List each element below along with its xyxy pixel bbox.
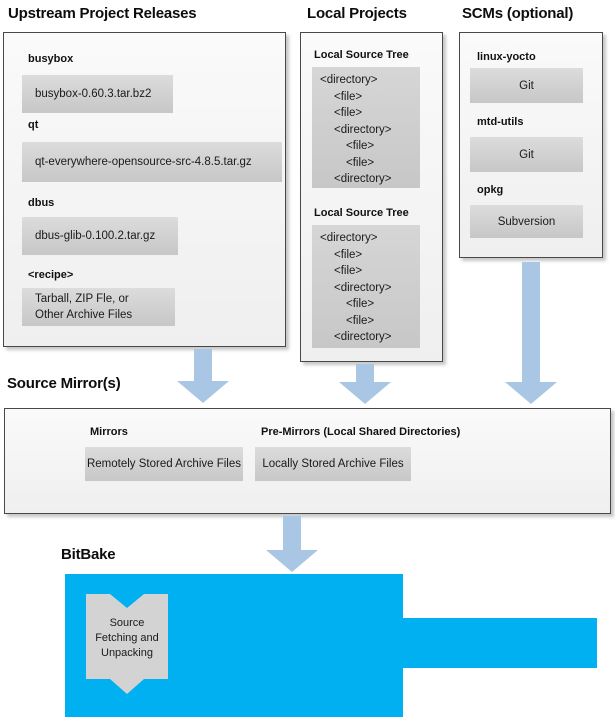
tree-line: <file> <box>334 265 363 277</box>
scm-item-label: opkg <box>477 184 504 196</box>
release-tarball-box: dbus-glib-0.100.2.tar.gz <box>22 217 178 255</box>
tree-line: <file> <box>334 107 363 119</box>
mirrors-box-text: Remotely Stored Archive Files <box>86 458 242 470</box>
scm-type-box: Subversion <box>470 205 583 238</box>
bitbake-output-bar <box>403 618 597 668</box>
premirrors-box: Locally Stored Archive Files <box>255 447 411 481</box>
local-projects-title: Local Projects <box>307 5 407 22</box>
release-tarball-text: dbus-glib-0.100.2.tar.gz <box>35 230 156 242</box>
local-source-tree-box: <directory> <file> <file> <directory> <f… <box>312 225 420 348</box>
release-tarball-text: Tarball, ZIP Fle, or <box>35 293 129 305</box>
arrow-head <box>339 382 391 404</box>
mirrors-box: Remotely Stored Archive Files <box>85 447 243 481</box>
tree-line: <file> <box>334 248 363 261</box>
source-fetching-ribbon-text: Source Fetching and Unpacking <box>86 598 168 678</box>
tree-line: <file> <box>346 156 375 169</box>
arrow-head <box>505 382 557 404</box>
flow-arrow-upstream-to-mirrors <box>177 349 229 403</box>
tree-line: <file> <box>346 298 375 310</box>
tree-line: <directory> <box>334 123 392 136</box>
flow-arrow-local-to-mirrors <box>339 364 391 404</box>
arrow-shaft <box>283 516 301 550</box>
arrow-head <box>177 381 229 403</box>
release-tarball-box: Tarball, ZIP Fle, or Other Archive Files <box>22 288 175 326</box>
upstream-item-label: <recipe> <box>28 269 74 281</box>
flow-arrow-mirrors-to-bitbake <box>266 516 318 572</box>
arrow-shaft <box>522 262 540 382</box>
release-tarball-text: qt-everywhere-opensource-src-4.8.5.tar.g… <box>35 156 252 168</box>
premirrors-label: Pre-Mirrors (Local Shared Directories) <box>261 426 461 438</box>
release-tarball-box: busybox-0.60.3.tar.bz2 <box>22 75 173 113</box>
scm-type-text: Git <box>519 79 534 92</box>
premirrors-box-text: Locally Stored Archive Files <box>262 458 404 470</box>
ribbon-line: Source <box>109 616 145 629</box>
ribbon-line: Unpacking <box>101 646 153 659</box>
local-source-tree-label: Local Source Tree <box>314 49 409 61</box>
arrow-shaft <box>194 349 212 381</box>
tree-line: <directory> <box>334 281 392 294</box>
scm-type-text: Git <box>519 148 534 161</box>
tree-line: <file> <box>346 314 375 327</box>
arrow-head <box>266 550 318 572</box>
tree-line: <directory> <box>320 74 378 86</box>
upstream-title: Upstream Project Releases <box>8 5 197 22</box>
mirrors-label: Mirrors <box>90 426 128 438</box>
scms-title: SCMs (optional) <box>462 5 574 22</box>
ribbon-line: Fetching and <box>95 631 159 644</box>
source-fetching-ribbon-shape <box>86 594 168 694</box>
scm-item-label: mtd-utils <box>477 116 524 128</box>
release-tarball-text: busybox-0.60.3.tar.bz2 <box>35 88 152 100</box>
tree-line: <directory> <box>334 331 392 343</box>
scm-type-box: Git <box>470 68 583 103</box>
tree-line: <file> <box>334 90 363 103</box>
upstream-item-label: dbus <box>28 197 55 209</box>
tree-line: <directory> <box>334 173 392 185</box>
scm-item-label: linux-yocto <box>477 51 536 63</box>
bitbake-title: BitBake <box>61 546 116 563</box>
local-source-tree-label: Local Source Tree <box>314 207 409 219</box>
upstream-item-label: qt <box>28 119 39 131</box>
tree-line: <directory> <box>320 232 378 244</box>
source-mirrors-title: Source Mirror(s) <box>7 375 121 392</box>
upstream-item-label: busybox <box>28 53 74 65</box>
scm-type-box: Git <box>470 137 583 172</box>
release-tarball-text: Other Archive Files <box>35 309 133 321</box>
arrow-shaft <box>356 364 374 382</box>
flow-arrow-scms-to-mirrors <box>505 262 557 404</box>
release-tarball-box: qt-everywhere-opensource-src-4.8.5.tar.g… <box>22 142 282 182</box>
tree-line: <file> <box>346 140 375 152</box>
local-source-tree-box: <directory> <file> <file> <directory> <f… <box>312 67 420 188</box>
scm-type-text: Subversion <box>497 215 556 228</box>
